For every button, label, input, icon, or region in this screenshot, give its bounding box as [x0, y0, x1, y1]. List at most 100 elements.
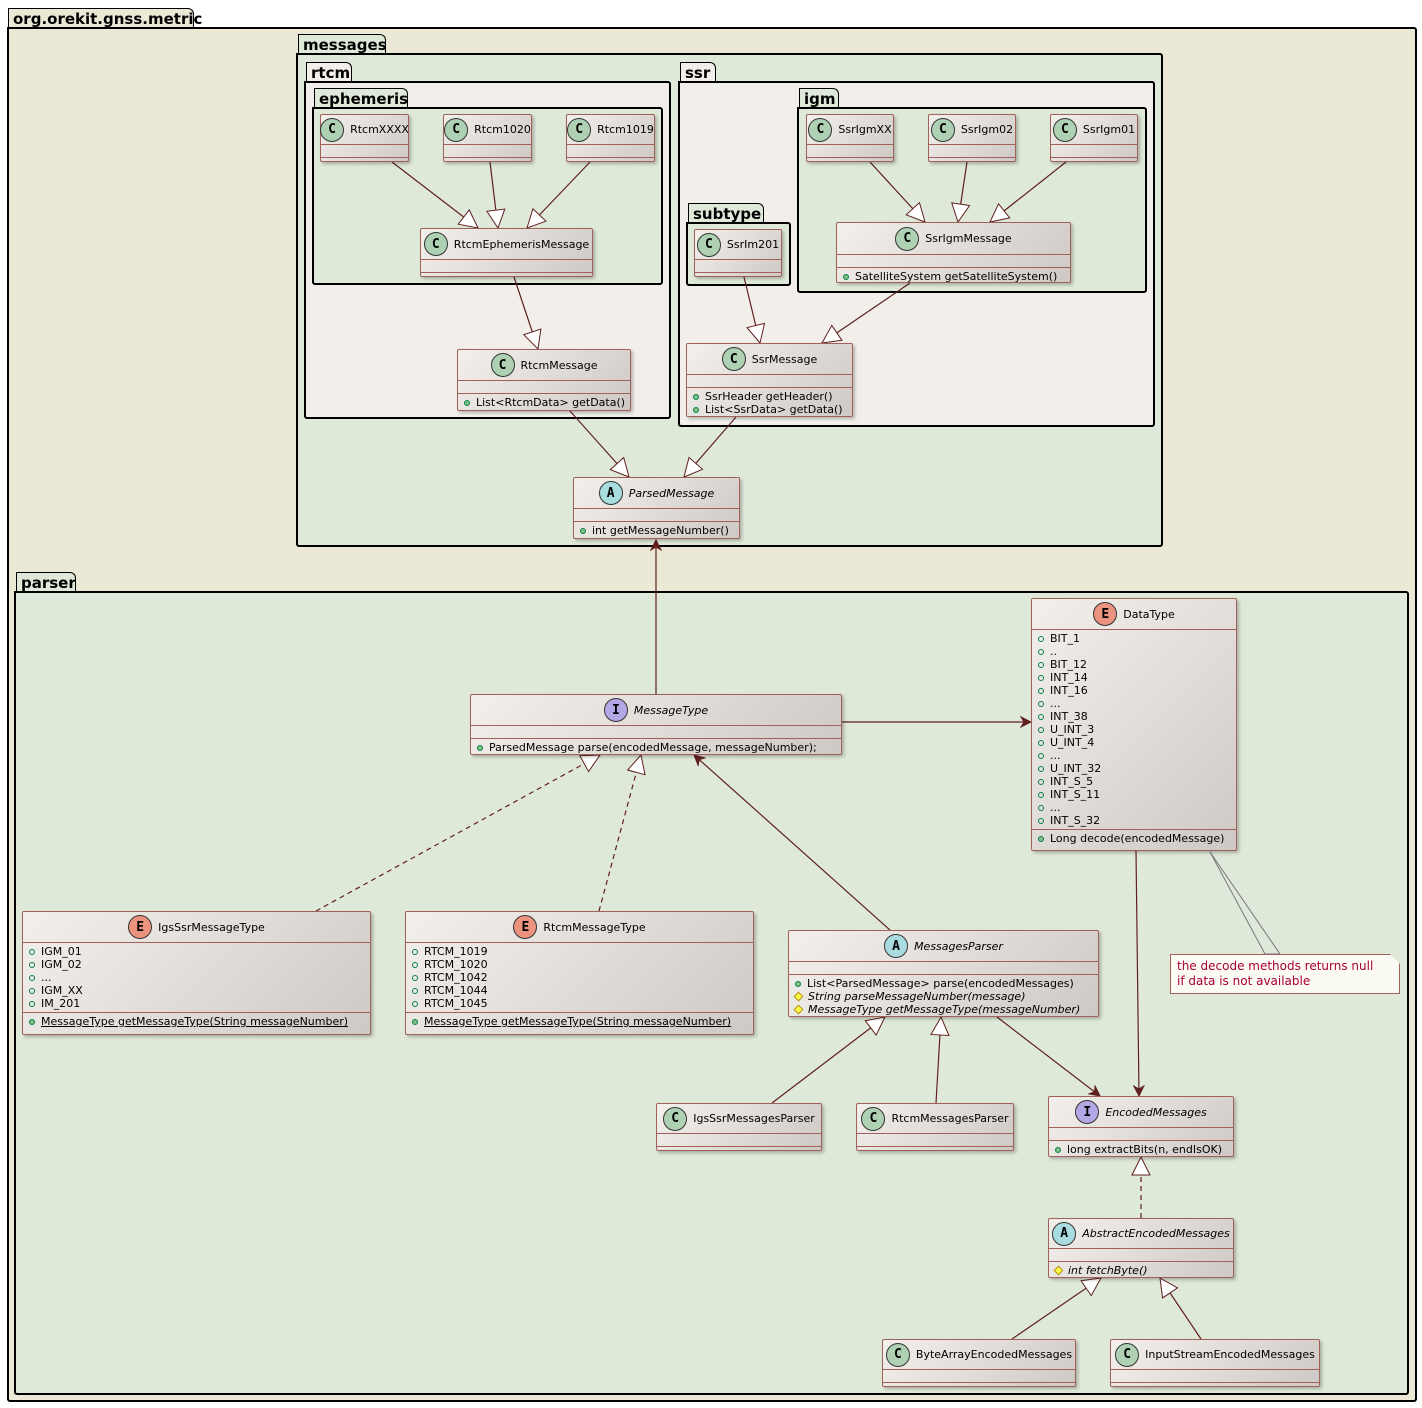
method-row: List<SsrData> getData(): [693, 403, 848, 416]
interface-encoded-messages[interactable]: I EncodedMessages long extractBits(n, en…: [1048, 1096, 1234, 1157]
class-header: C SsrIgm02: [929, 115, 1015, 145]
class-stereotype-icon: C: [320, 117, 345, 142]
public-visibility-icon: [477, 744, 483, 751]
class-methods: [929, 158, 1015, 170]
edge-ssrmessage-parsed: [684, 416, 737, 477]
class-name: SsrIgmMessage: [925, 232, 1012, 245]
class-fields: [1051, 145, 1137, 158]
class-name: SsrMessage: [751, 352, 818, 366]
class-methods: [444, 158, 531, 170]
public-visibility-icon: [843, 273, 849, 280]
public-visibility-icon: [1038, 778, 1044, 785]
class-stereotype-icon: C: [444, 117, 469, 142]
class-header: C Rtcm1019: [567, 115, 654, 145]
class-stereotype-icon: I: [603, 698, 628, 722]
class-header: C SsrIgmMessage: [837, 223, 1070, 255]
class-fields: [567, 145, 654, 158]
public-visibility-icon: [29, 987, 35, 994]
interface-message-type[interactable]: I MessageType ParsedMessage parse(encode…: [470, 694, 842, 755]
class-stereotype-icon: C: [696, 232, 721, 257]
class-fields: [657, 1134, 821, 1147]
class-byte-array-encoded-messages[interactable]: C ByteArrayEncodedMessages: [882, 1339, 1076, 1387]
package-tab-ssr: ssr: [680, 62, 716, 82]
class-methods: [657, 1147, 821, 1159]
package-tab-messages: messages: [298, 34, 387, 54]
class-methods: MessageType getMessageType(String messag…: [406, 1013, 753, 1030]
enum-data-type[interactable]: E DataType BIT_1 .. BIT_12 INT_14 INT_16…: [1031, 598, 1237, 851]
class-header: A MessagesParser: [789, 931, 1098, 962]
field-row: INT_14: [1038, 671, 1232, 684]
class-header: C RtcmEphemerisMessage: [421, 229, 592, 260]
class-fields: [695, 260, 781, 273]
enum-igs-ssr-message-type[interactable]: E IgsSsrMessageType IGM_01 IGM_02 ... IG…: [22, 911, 371, 1035]
method-row: SatelliteSystem getSatelliteSystem(): [843, 270, 1066, 283]
edge-rtcm1020-ephemeris: [490, 161, 498, 228]
class-rtcm-messages-parser[interactable]: C RtcmMessagesParser: [856, 1103, 1014, 1151]
class-messages-parser[interactable]: A MessagesParser List<ParsedMessage> par…: [788, 930, 1099, 1017]
class-stereotype-icon: C: [895, 226, 920, 251]
class-rtcm1019[interactable]: C Rtcm1019: [566, 114, 655, 162]
public-visibility-icon: [412, 1018, 418, 1025]
public-visibility-icon: [29, 961, 35, 968]
class-fields: [687, 375, 852, 388]
class-name: RtcmMessageType: [543, 920, 646, 934]
class-header: C SsrIgmXX: [807, 115, 893, 145]
class-header: I EncodedMessages: [1049, 1097, 1233, 1128]
class-stereotype-icon: E: [1093, 602, 1118, 626]
method-row: MessageType getMessageType(messageNumber…: [793, 1003, 1094, 1016]
class-header: E DataType: [1032, 599, 1236, 630]
edge-igsssrtype-messagetype: [315, 755, 600, 912]
class-ssr-message[interactable]: C SsrMessage SsrHeader getHeader() List<…: [686, 343, 853, 417]
class-name: SsrIgm02: [960, 123, 1014, 136]
public-visibility-icon: [29, 948, 35, 955]
class-input-stream-encoded-messages[interactable]: C InputStreamEncodedMessages: [1110, 1339, 1320, 1387]
class-rtcm-ephemeris-message[interactable]: C RtcmEphemerisMessage: [420, 228, 593, 277]
class-ssrigmxx[interactable]: C SsrIgmXX: [806, 114, 894, 162]
method-row: List<RtcmData> getData(): [464, 396, 626, 409]
class-ssrigm01[interactable]: C SsrIgm01: [1050, 114, 1138, 162]
class-igs-ssr-messages-parser[interactable]: C IgsSsrMessagesParser: [656, 1103, 822, 1151]
public-visibility-icon: [1038, 635, 1044, 642]
class-ssrigm02[interactable]: C SsrIgm02: [928, 114, 1016, 162]
field-row: ...: [29, 971, 366, 984]
edge-igm-ssrmessage: [822, 282, 911, 343]
class-ssrim201[interactable]: C SsrIm201: [694, 229, 782, 277]
public-visibility-icon: [693, 406, 699, 413]
class-abstract-encoded-messages[interactable]: A AbstractEncodedMessages int fetchByte(…: [1048, 1218, 1234, 1278]
class-rtcm-message[interactable]: C RtcmMessage List<RtcmData> getData(): [457, 349, 631, 411]
package-tab-igm: igm: [799, 88, 839, 108]
public-visibility-icon: [1038, 817, 1044, 824]
class-rtcmxxxx[interactable]: C RtcmXXXX: [320, 114, 409, 162]
class-methods: [1111, 1383, 1319, 1395]
class-fields: [444, 145, 531, 158]
edge-messagesparser-encoded: [996, 1016, 1100, 1096]
package-tab-parser: parser: [16, 572, 76, 592]
class-parsed-message[interactable]: A ParsedMessage int getMessageNumber(): [573, 477, 740, 539]
note-line: if data is not available: [1177, 974, 1311, 988]
class-ssrigm-message[interactable]: C SsrIgmMessage SatelliteSystem getSatel…: [836, 222, 1071, 283]
edge-igm01-igm: [990, 161, 1067, 222]
class-header: C SsrIm201: [695, 230, 781, 260]
edge-bytearray-abstract: [1011, 1278, 1101, 1340]
class-name: SsrIgmXX: [838, 123, 892, 136]
class-stereotype-icon: C: [663, 1106, 688, 1131]
edge-inputstream-abstract: [1160, 1278, 1202, 1340]
public-visibility-icon: [412, 1000, 418, 1007]
class-stereotype-icon: A: [598, 481, 623, 505]
public-visibility-icon: [1038, 687, 1044, 694]
class-stereotype-icon: C: [490, 353, 515, 377]
class-methods: [567, 158, 654, 170]
class-methods: long extractBits(n, endIsOK): [1049, 1141, 1233, 1158]
class-header: C Rtcm1020: [444, 115, 531, 145]
class-methods: SatelliteSystem getSatelliteSystem(): [837, 268, 1070, 285]
public-visibility-icon: [1038, 726, 1044, 733]
class-stereotype-icon: A: [884, 934, 909, 958]
class-name: SsrIm201: [726, 238, 780, 251]
class-rtcm1020[interactable]: C Rtcm1020: [443, 114, 532, 162]
field-row: IM_201: [29, 997, 366, 1010]
protected-visibility-icon: [793, 991, 804, 1002]
class-stereotype-icon: A: [1052, 1221, 1077, 1246]
method-row: Long decode(encodedMessage): [1038, 832, 1232, 845]
enum-rtcm-message-type[interactable]: E RtcmMessageType RTCM_1019 RTCM_1020 RT…: [405, 911, 754, 1035]
class-fields: [574, 509, 739, 522]
